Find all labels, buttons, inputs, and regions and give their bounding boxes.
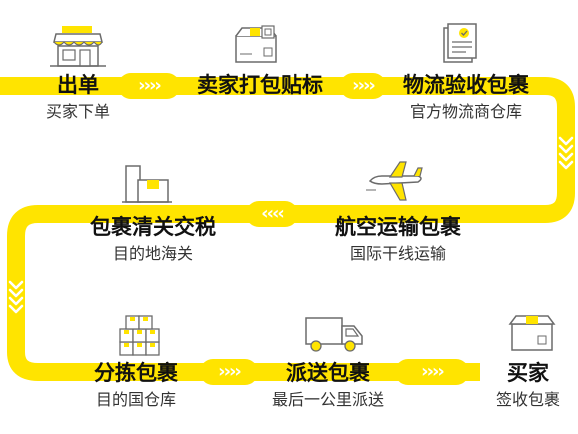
- flow-arrow-1-glyph: ››››: [138, 75, 162, 96]
- step-2-title: 卖家打包贴标: [197, 73, 323, 97]
- flow-arrow-3: ‹‹‹‹: [246, 201, 298, 227]
- flow-arrow-2: ››››: [340, 73, 386, 99]
- step-5: 包裹清关交税 目的地海关: [78, 214, 228, 264]
- step-3: 物流验收包裹 官方物流商仓库: [392, 72, 540, 122]
- flow-arrow-4-glyph: ››››: [218, 361, 242, 382]
- step-8-title: 买家: [507, 361, 549, 385]
- step-3-subtitle: 官方物流商仓库: [409, 102, 522, 121]
- received-box-icon: [508, 315, 556, 351]
- step-1: 出单 买家下单: [28, 72, 128, 122]
- step-4: 航空运输包裹 国际干线运输: [324, 214, 472, 264]
- stacked-boxes-icon: [119, 315, 160, 356]
- package-label-icon: [235, 25, 277, 63]
- checklist-document-icon: [443, 23, 477, 63]
- storefront-icon: [50, 26, 106, 67]
- flow-arrow-5: ››››: [395, 359, 469, 385]
- step-6-title: 分拣包裹: [94, 361, 178, 385]
- step-7-subtitle: 最后一公里派送: [271, 390, 384, 409]
- step-1-title: 出单: [57, 73, 99, 97]
- track-chevrons-right: [558, 136, 574, 170]
- step-8: 买家 签收包裹: [482, 360, 574, 410]
- flow-arrow-3-glyph: ‹‹‹‹: [261, 203, 285, 224]
- step-8-subtitle: 签收包裹: [495, 390, 560, 409]
- delivery-van-icon: [305, 317, 363, 352]
- step-7-title: 派送包裹: [286, 361, 370, 385]
- airplane-icon: [366, 161, 423, 201]
- step-5-subtitle: 目的地海关: [112, 244, 193, 263]
- step-2: 卖家打包贴标: [190, 72, 330, 98]
- step-7: 派送包裹 最后一公里派送: [266, 360, 390, 410]
- step-6: 分拣包裹 目的国仓库: [76, 360, 196, 410]
- customs-box-icon: [122, 165, 172, 203]
- flow-arrow-2-glyph: ››››: [352, 75, 376, 96]
- step-4-subtitle: 国际干线运输: [349, 244, 446, 263]
- step-1-subtitle: 买家下单: [45, 102, 110, 121]
- step-4-title: 航空运输包裹: [335, 215, 461, 239]
- step-3-title: 物流验收包裹: [403, 73, 529, 97]
- track-chevrons-left: [8, 280, 24, 314]
- step-6-subtitle: 目的国仓库: [95, 390, 176, 409]
- flow-arrow-4: ››››: [200, 359, 258, 385]
- flow-arrow-1: ››››: [118, 73, 180, 99]
- flow-arrow-5-glyph: ››››: [421, 361, 445, 382]
- step-5-title: 包裹清关交税: [90, 215, 216, 239]
